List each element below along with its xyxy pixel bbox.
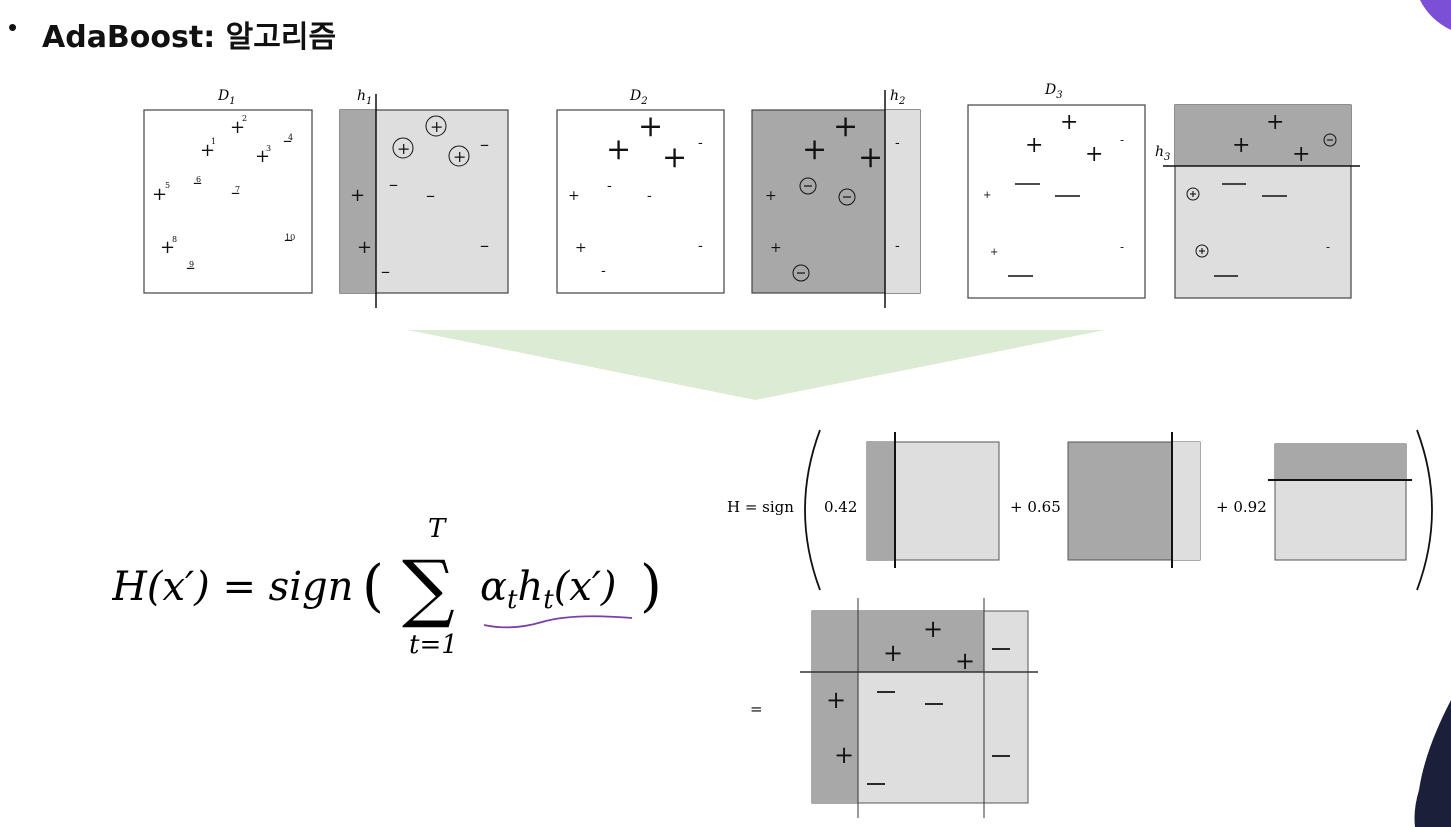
point-number: 3: [266, 144, 271, 153]
point-number: 9: [189, 260, 194, 269]
point-number: 4: [288, 133, 293, 142]
combine-arrow: [400, 328, 1110, 403]
point-number: 7: [235, 185, 240, 194]
point-number: 2: [242, 114, 247, 123]
panel-h1-label: h1: [357, 88, 372, 107]
svg-text:+: +: [833, 109, 858, 144]
svg-text:-: -: [1326, 240, 1330, 254]
panel-d3-label: D3: [1044, 82, 1063, 101]
minus-mark: –: [381, 261, 390, 282]
svg-text:+: +: [430, 117, 443, 136]
svg-text:-: -: [607, 178, 612, 194]
minus-mark: –: [426, 185, 435, 206]
panel-h3-label: h3: [1155, 144, 1170, 163]
formula-close-paren: ): [640, 554, 662, 619]
svg-text:+: +: [883, 639, 903, 667]
svg-text:-: -: [698, 135, 703, 151]
svg-text:+: +: [568, 188, 580, 204]
svg-text:+: +: [983, 190, 991, 201]
svg-text:-: -: [601, 263, 606, 279]
bullet: •: [8, 12, 17, 43]
svg-text:+: +: [1085, 142, 1103, 167]
panel-d3: D3 + + + + + - -: [968, 82, 1145, 298]
corner-decoration: [1420, 0, 1451, 30]
coef3: + 0.92: [1216, 498, 1267, 516]
point-number: 10: [285, 233, 295, 242]
sum-upper: T: [428, 514, 447, 544]
panel-h2-label: h2: [890, 88, 905, 107]
svg-text:+: +: [1266, 110, 1284, 135]
svg-text:+: +: [765, 188, 777, 204]
svg-text:+: +: [923, 615, 943, 643]
minus-mark: –: [480, 134, 489, 155]
svg-text:+: +: [575, 240, 587, 256]
plus-mark: +: [350, 185, 365, 206]
svg-text:+: +: [1292, 142, 1310, 167]
svg-text:+: +: [858, 140, 883, 175]
point-number: 8: [172, 235, 177, 244]
svg-text:+: +: [638, 109, 663, 144]
point-number: 1: [211, 137, 216, 146]
minus-mark: –: [389, 174, 398, 195]
sum-symbol: ∑: [402, 545, 455, 631]
svg-text:+: +: [662, 140, 687, 175]
svg-text:+: +: [1060, 110, 1078, 135]
svg-text:+: +: [397, 139, 410, 158]
coef2: + 0.65: [1010, 498, 1061, 516]
svg-text:+: +: [826, 686, 846, 714]
panel-d2-label: D2: [629, 88, 648, 107]
panel-h1: h1 + + – – – – – + + +: [340, 88, 508, 308]
svg-text:-: -: [1120, 240, 1124, 254]
sum-lower: t=1: [409, 630, 458, 660]
formula-open-paren: (: [362, 554, 384, 619]
handwritten-underline: [484, 616, 632, 627]
coef1: 0.42: [824, 498, 857, 516]
svg-text:+: +: [990, 247, 998, 258]
svg-text:-: -: [1120, 133, 1124, 147]
formula-term: αtht(x′): [480, 564, 617, 615]
presenter-silhouette: [1405, 700, 1451, 827]
svg-text:-: -: [895, 135, 900, 151]
panel-d2: D2 + + + + + - - - - -: [557, 88, 724, 293]
svg-text:+: +: [1025, 133, 1043, 158]
point-number: 5: [165, 181, 170, 190]
point-number: 6: [196, 175, 201, 184]
combination-lhs: H = sign: [727, 498, 794, 516]
svg-text:-: -: [698, 238, 703, 254]
final-classifier: + + + + +: [800, 598, 1038, 818]
svg-text:+: +: [802, 132, 827, 167]
panel-d1-label: D1: [217, 88, 236, 107]
svg-text:+: +: [606, 132, 631, 167]
panel-h3: h3 + + + -: [1155, 105, 1360, 298]
svg-text:+: +: [955, 647, 975, 675]
svg-text:+: +: [453, 147, 466, 166]
svg-text:+: +: [770, 240, 782, 256]
combination-equation: H = sign 0.42 + 0.65 + 0.92 = + + + + +: [720, 420, 1451, 820]
panels-row: D1 + + + + + – – – – – 1 2 3 4 5 6 7 8 9…: [0, 80, 1451, 320]
equals-sign: =: [750, 700, 763, 718]
formula-lhs: H(x′) = sign: [112, 564, 353, 610]
svg-text:-: -: [647, 188, 652, 204]
svg-text:+: +: [1232, 133, 1250, 158]
slide-title: AdaBoost: 알고리즘: [42, 12, 336, 56]
adaboost-formula: H(x′) = sign ( T ∑ t=1 αtht(x′) ): [112, 505, 702, 675]
panel-d1: D1 + + + + + – – – – – 1 2 3 4 5 6 7 8 9…: [144, 88, 312, 293]
minus-mark: –: [480, 235, 489, 256]
svg-text:+: +: [834, 741, 854, 769]
plus-mark: +: [357, 237, 372, 258]
panel-h2: h2 + + + + + - -: [752, 88, 920, 308]
svg-text:-: -: [895, 238, 900, 254]
